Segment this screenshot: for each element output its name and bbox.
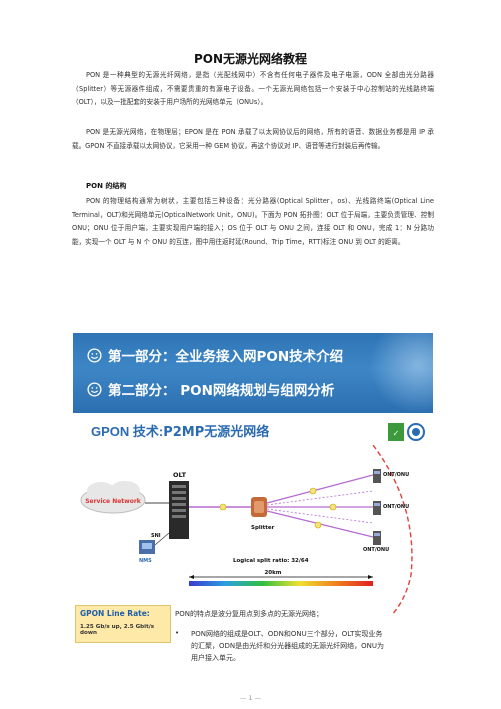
onu-label-2: ONT/ONU: [383, 504, 409, 510]
cloud-icon: [80, 481, 146, 514]
sni-label: SNI: [151, 533, 161, 539]
wave-marker: [314, 521, 322, 529]
onu-device-icon: [373, 531, 381, 545]
onu-device-icon: [373, 501, 381, 515]
line-rate-title: GPON Line Rate:: [80, 609, 150, 618]
nms-label: NMS: [139, 558, 152, 564]
banner-line-2: 第二部分： PON网络规划与组网分析: [108, 383, 335, 399]
olt-label: OLT: [173, 471, 187, 479]
page-title: PON无源光网络教程: [193, 52, 308, 66]
bullet-line-1: PON网络的组成是OLT、ODN和ONU三个部分，OLT实现业务: [191, 630, 383, 638]
olt-rack-icon: [169, 481, 189, 539]
nms-server-icon: [139, 540, 155, 554]
intro-paragraph-1: PON 是一种典型的无源光纤网络，是指（光配线网中）不含有任何电子器件及电子电源…: [72, 71, 434, 107]
operator-logos: ✓: [388, 423, 425, 441]
distance-label: 20km: [264, 570, 281, 576]
caption-line: PON的特点是波分复用点到多点的无源光网络；: [175, 610, 323, 618]
slide-title-main: P2MP无源光网络: [163, 425, 270, 440]
line-rate-box: GPON Line Rate: 1.25 Gb/s up, 2.5 Gbit/s…: [75, 605, 171, 643]
bullet-dot: •: [175, 629, 180, 637]
banner-line-1: 第一部分：全业务接入网PON技术介绍: [108, 349, 344, 365]
split-ratio-label: Logical split ratio: 32/64: [233, 558, 309, 564]
onu-label-1: ONT/ONU: [383, 472, 409, 478]
pon-topology-diagram: Service Network OLT SNI NMS Splitter: [80, 445, 413, 615]
bullet-line-2: 的汇聚，ODN是由光纤和分光器组成的无源光纤网络，ONU为: [191, 642, 385, 650]
splitter-icon: [251, 497, 267, 517]
smiley-icon: [87, 381, 102, 397]
page-number: — 1 —: [239, 694, 262, 702]
splitter-label: Splitter: [251, 525, 275, 531]
smiley-icon: [87, 347, 102, 363]
slide-title: GPON 技术:P2MP无源光网络: [91, 421, 269, 440]
service-network-label: Service Network: [85, 498, 142, 505]
wave-marker: [329, 503, 337, 511]
bullet-line-3: 用户接入单元。: [191, 654, 240, 662]
gpon-slide: GPON 技术:P2MP无源光网络 ✓ Service Network OLT …: [73, 415, 433, 685]
section-heading: PON 的结构: [86, 182, 127, 190]
coverage-arc: [372, 445, 413, 615]
svg-text:✓: ✓: [393, 429, 400, 438]
wave-marker: [309, 487, 317, 495]
structure-paragraph: PON 的物理结构通常为树状，主要包括三种设备：光分路器(Optical Spl…: [72, 197, 434, 246]
section-banner: 第一部分：全业务接入网PON技术介绍 第二部分： PON网络规划与组网分析: [73, 333, 433, 413]
banner-glow: [369, 333, 433, 413]
onu-label-3: ONT/ONU: [363, 547, 389, 553]
intro-paragraph-2: PON 是无源光网络，在物理层；EPON 是在 PON 承载了以太网协议后的网络…: [72, 128, 434, 150]
line-rate-body: 1.25 Gb/s up, 2.5 Gbit/s down: [80, 624, 155, 636]
banner-row-2: 第二部分： PON网络规划与组网分析: [87, 377, 334, 401]
wavelength-spectrum-bar: [189, 581, 373, 586]
banner-row-1: 第一部分：全业务接入网PON技术介绍: [87, 343, 343, 367]
slide-title-prefix: GPON 技术:: [91, 424, 164, 439]
onu-device-icon: [373, 469, 381, 483]
wave-marker: [219, 503, 227, 511]
